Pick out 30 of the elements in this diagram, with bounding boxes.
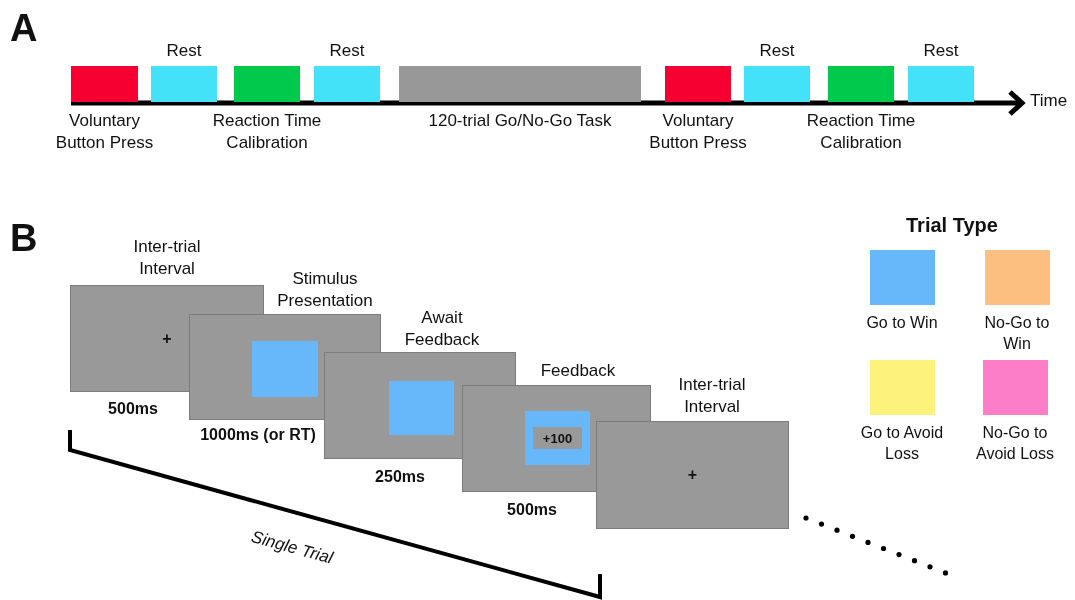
legend-text: No-Go to Win — [983, 313, 1051, 354]
panel-letter: B — [10, 218, 38, 260]
screen-title: Stimulus Presentation — [276, 268, 374, 312]
screen-title: Inter-trial Interval — [132, 236, 202, 280]
fixation-cross: + — [686, 466, 699, 484]
duration-label: 250ms — [374, 467, 426, 487]
rest-label: Rest — [328, 40, 366, 62]
rest-label: Rest — [758, 40, 796, 62]
screen-title: Feedback — [539, 360, 617, 382]
bracket-label: Single Trial — [249, 528, 335, 569]
rest-label: Rest — [922, 40, 960, 62]
legend-text: Go to Win — [865, 313, 939, 333]
legend-text: Go to Avoid Loss — [859, 423, 945, 464]
block-label: Reaction Time Calibration — [805, 110, 917, 154]
duration-label: 500ms — [107, 399, 159, 419]
axis-label: Time — [1030, 92, 1068, 111]
block-label: Reaction Time Calibration — [211, 110, 323, 154]
block-label: 120-trial Go/No-Go Task — [427, 110, 613, 132]
feedback-score-box: +100 — [533, 427, 582, 449]
fixation-cross: + — [161, 329, 173, 348]
block-label: Voluntary Button Press — [648, 110, 748, 154]
screen-title: Await Feedback — [403, 307, 481, 351]
screen-title: Inter-trial Interval — [677, 374, 747, 418]
duration-label: 1000ms (or RT) — [199, 425, 317, 445]
duration-label: 500ms — [506, 500, 558, 520]
block-label: Voluntary Button Press — [54, 110, 155, 154]
legend-title: Trial Type — [906, 214, 998, 236]
rest-label: Rest — [165, 40, 203, 62]
panel-letter: A — [10, 8, 38, 50]
legend-text: No-Go to Avoid Loss — [975, 423, 1055, 464]
